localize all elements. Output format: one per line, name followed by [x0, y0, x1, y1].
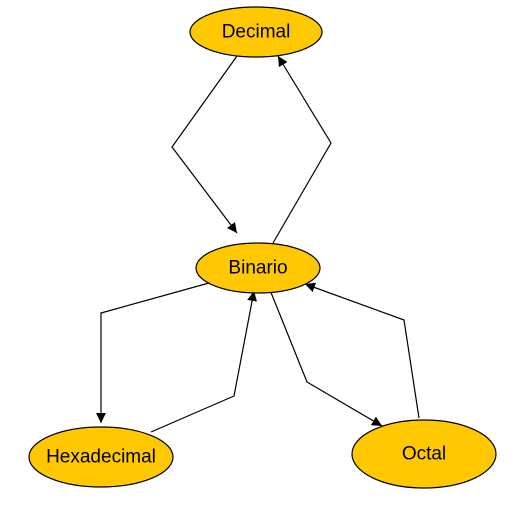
node-octal-shape: [351, 419, 497, 489]
node-binario[interactable]: Binario: [195, 242, 321, 294]
node-octal[interactable]: Octal: [351, 419, 497, 489]
node-binario-label: Binario: [228, 258, 287, 279]
node-octal-label: Octal: [402, 444, 446, 465]
edge-octal-to-binario[interactable]: [304, 282, 420, 419]
edge-hexadecimal-to-binario[interactable]: [150, 290, 258, 433]
node-decimal[interactable]: Decimal: [189, 6, 323, 58]
node-hexadecimal-label: Hexadecimal: [46, 447, 156, 468]
edge-binario-to-decimal[interactable]: [272, 55, 332, 244]
node-hexadecimal-shape: [28, 426, 174, 488]
edges: [96, 55, 420, 433]
edge-binario-to-hexadecimal[interactable]: [96, 282, 210, 423]
edge-binario-to-octal[interactable]: [269, 289, 383, 427]
node-decimal-label: Decimal: [222, 22, 291, 43]
node-hexadecimal[interactable]: Hexadecimal: [28, 426, 174, 488]
node-decimal-shape: [189, 6, 323, 58]
node-binario-shape: [195, 242, 321, 294]
edge-decimal-to-binario[interactable]: [171, 55, 238, 234]
